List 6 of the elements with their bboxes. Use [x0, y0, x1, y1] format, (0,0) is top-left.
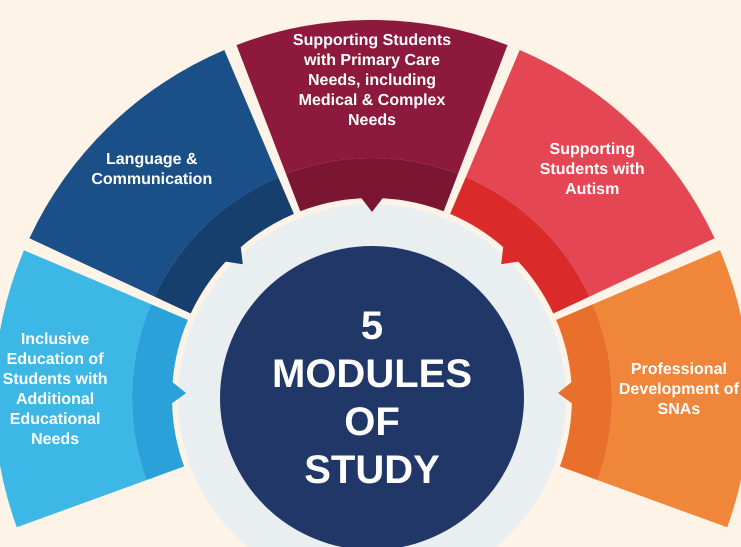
module-label: Professional Development of SNAs [618, 360, 740, 420]
center-title: 5 MODULES OF STUDY [272, 303, 472, 494]
module-label: Supporting Students with Primary Care Needs, including Medical & Complex Needs [292, 31, 452, 131]
module-label: Supporting Students with Autism [538, 140, 646, 200]
module-label: Language & Communication [90, 150, 214, 190]
module-label: Inclusive Education of Students with Additional Educational Needs [2, 330, 109, 450]
